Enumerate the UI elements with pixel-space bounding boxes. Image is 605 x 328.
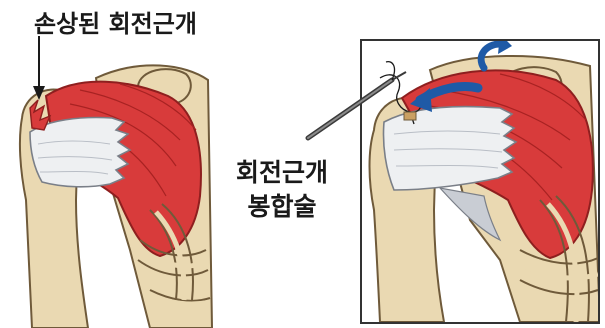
repair-label-line2: 봉합술: [236, 190, 328, 224]
rotator-cuff-repair-label: 회전근개 봉합술: [236, 156, 328, 224]
suture-anchor: [404, 112, 416, 120]
right-repaired-tendon: [383, 107, 516, 190]
left-shoulder-illustration: [20, 65, 212, 328]
repair-label-line1: 회전근개: [236, 156, 328, 190]
torn-rotator-cuff-label: 손상된 회전근개: [34, 4, 197, 39]
